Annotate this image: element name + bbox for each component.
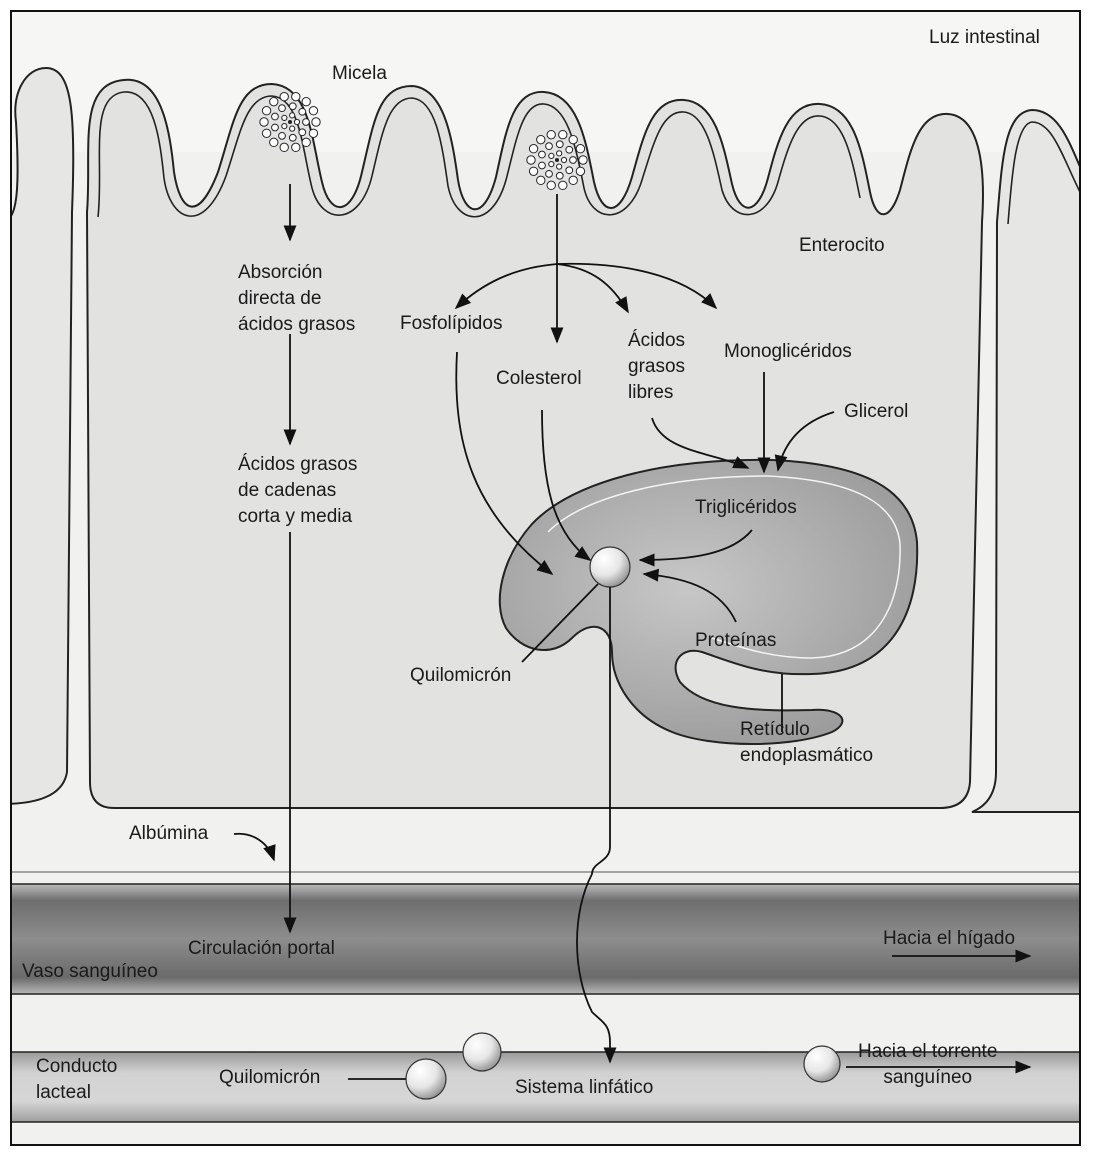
- hacia-higado-label: Hacia el hígado: [883, 927, 1015, 951]
- proteinas-label: Proteínas: [695, 629, 776, 653]
- torrente-label: Hacia el torrente sanguíneo: [858, 1039, 997, 1091]
- reticulo-label: Retículo endoplasmático: [740, 717, 873, 769]
- chylomicron-cell: [590, 547, 630, 587]
- monogliceridos-label: Monoglicéridos: [724, 340, 852, 364]
- luz-intestinal-label: Luz intestinal: [929, 26, 1040, 50]
- trigliceridos-label: Triglicéridos: [695, 496, 797, 520]
- acidos-libres-line-3: libres: [628, 380, 685, 406]
- cadenas-line-2: de cadenas: [238, 478, 357, 504]
- conducto-label: Conducto lacteal: [36, 1054, 117, 1106]
- acidos-libres-line-2: grasos: [628, 354, 685, 380]
- chylomicron-duct-3: [804, 1046, 840, 1082]
- reticulo-line-2: endoplasmático: [740, 743, 873, 769]
- vaso-sanguineo-label: Vaso sanguíneo: [22, 960, 158, 984]
- conducto-line-2: lacteal: [36, 1080, 117, 1106]
- absorcion-line-2: directa de: [238, 286, 355, 312]
- cadenas-line-1: Ácidos grasos: [238, 452, 357, 478]
- torrente-line-1: Hacia el torrente: [858, 1039, 997, 1065]
- acidos-libres-label: Ácidos grasos libres: [628, 328, 685, 406]
- enterocyte-left-partial: [12, 68, 73, 804]
- absorcion-line-1: Absorción: [238, 260, 355, 286]
- colesterol-label: Colesterol: [496, 367, 582, 391]
- glicerol-label: Glicerol: [844, 400, 908, 424]
- albumina-arrow: [234, 834, 274, 860]
- absorption-diagram: [12, 12, 1081, 1146]
- figure-frame: Luz intestinal Micela Enterocito Absorci…: [10, 10, 1081, 1146]
- cadenas-label: Ácidos grasos de cadenas corta y media: [238, 452, 357, 530]
- acidos-libres-line-1: Ácidos: [628, 328, 685, 354]
- enterocyte-right-partial: [972, 110, 1081, 812]
- quilomicron-duct-label: Quilomicrón: [219, 1066, 320, 1090]
- circulacion-portal-label: Circulación portal: [188, 937, 335, 961]
- quilomicron-cell-label: Quilomicrón: [410, 664, 511, 688]
- micela-label: Micela: [332, 62, 387, 86]
- conducto-line-1: Conducto: [36, 1054, 117, 1080]
- absorcion-label: Absorción directa de ácidos grasos: [238, 260, 355, 338]
- enterocito-label: Enterocito: [799, 234, 885, 258]
- absorcion-line-3: ácidos grasos: [238, 312, 355, 338]
- cadenas-line-3: corta y media: [238, 504, 357, 530]
- torrente-line-2: sanguíneo: [858, 1065, 997, 1091]
- sistema-linfatico-label: Sistema linfático: [515, 1076, 653, 1100]
- fosfolipidos-label: Fosfolípidos: [400, 312, 502, 336]
- chylomicron-duct-1: [406, 1059, 446, 1099]
- albumina-label: Albúmina: [129, 822, 208, 846]
- chylomicron-duct-2: [463, 1033, 501, 1071]
- reticulo-line-1: Retículo: [740, 717, 873, 743]
